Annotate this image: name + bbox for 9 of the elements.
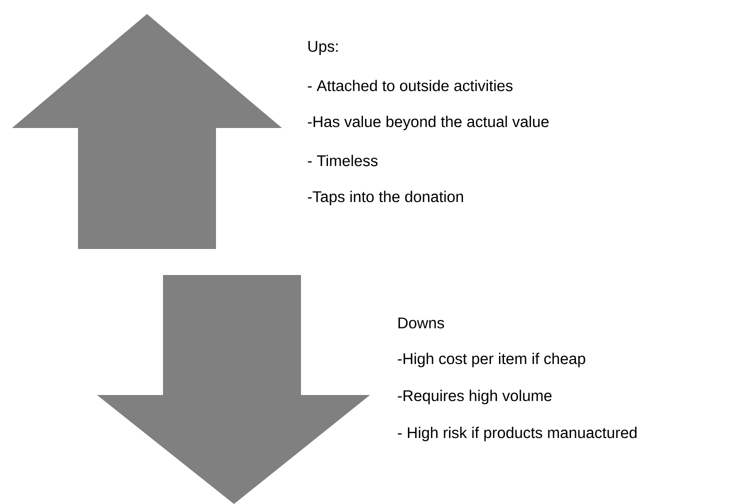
text-line: Ups: <box>308 41 338 55</box>
text-line: -High cost per item if cheap <box>398 352 586 368</box>
text-line: - Attached to outside activities <box>308 80 513 92</box>
text-line: -Requires high volume <box>398 390 552 404</box>
text-line: - Timeless <box>308 154 378 166</box>
text-line: -Taps into the donation <box>308 190 463 206</box>
text-line: Downs <box>398 318 444 328</box>
text-line: - High risk if products manuactured <box>398 426 637 442</box>
text-line: -Has value beyond the actual value <box>308 116 549 130</box>
